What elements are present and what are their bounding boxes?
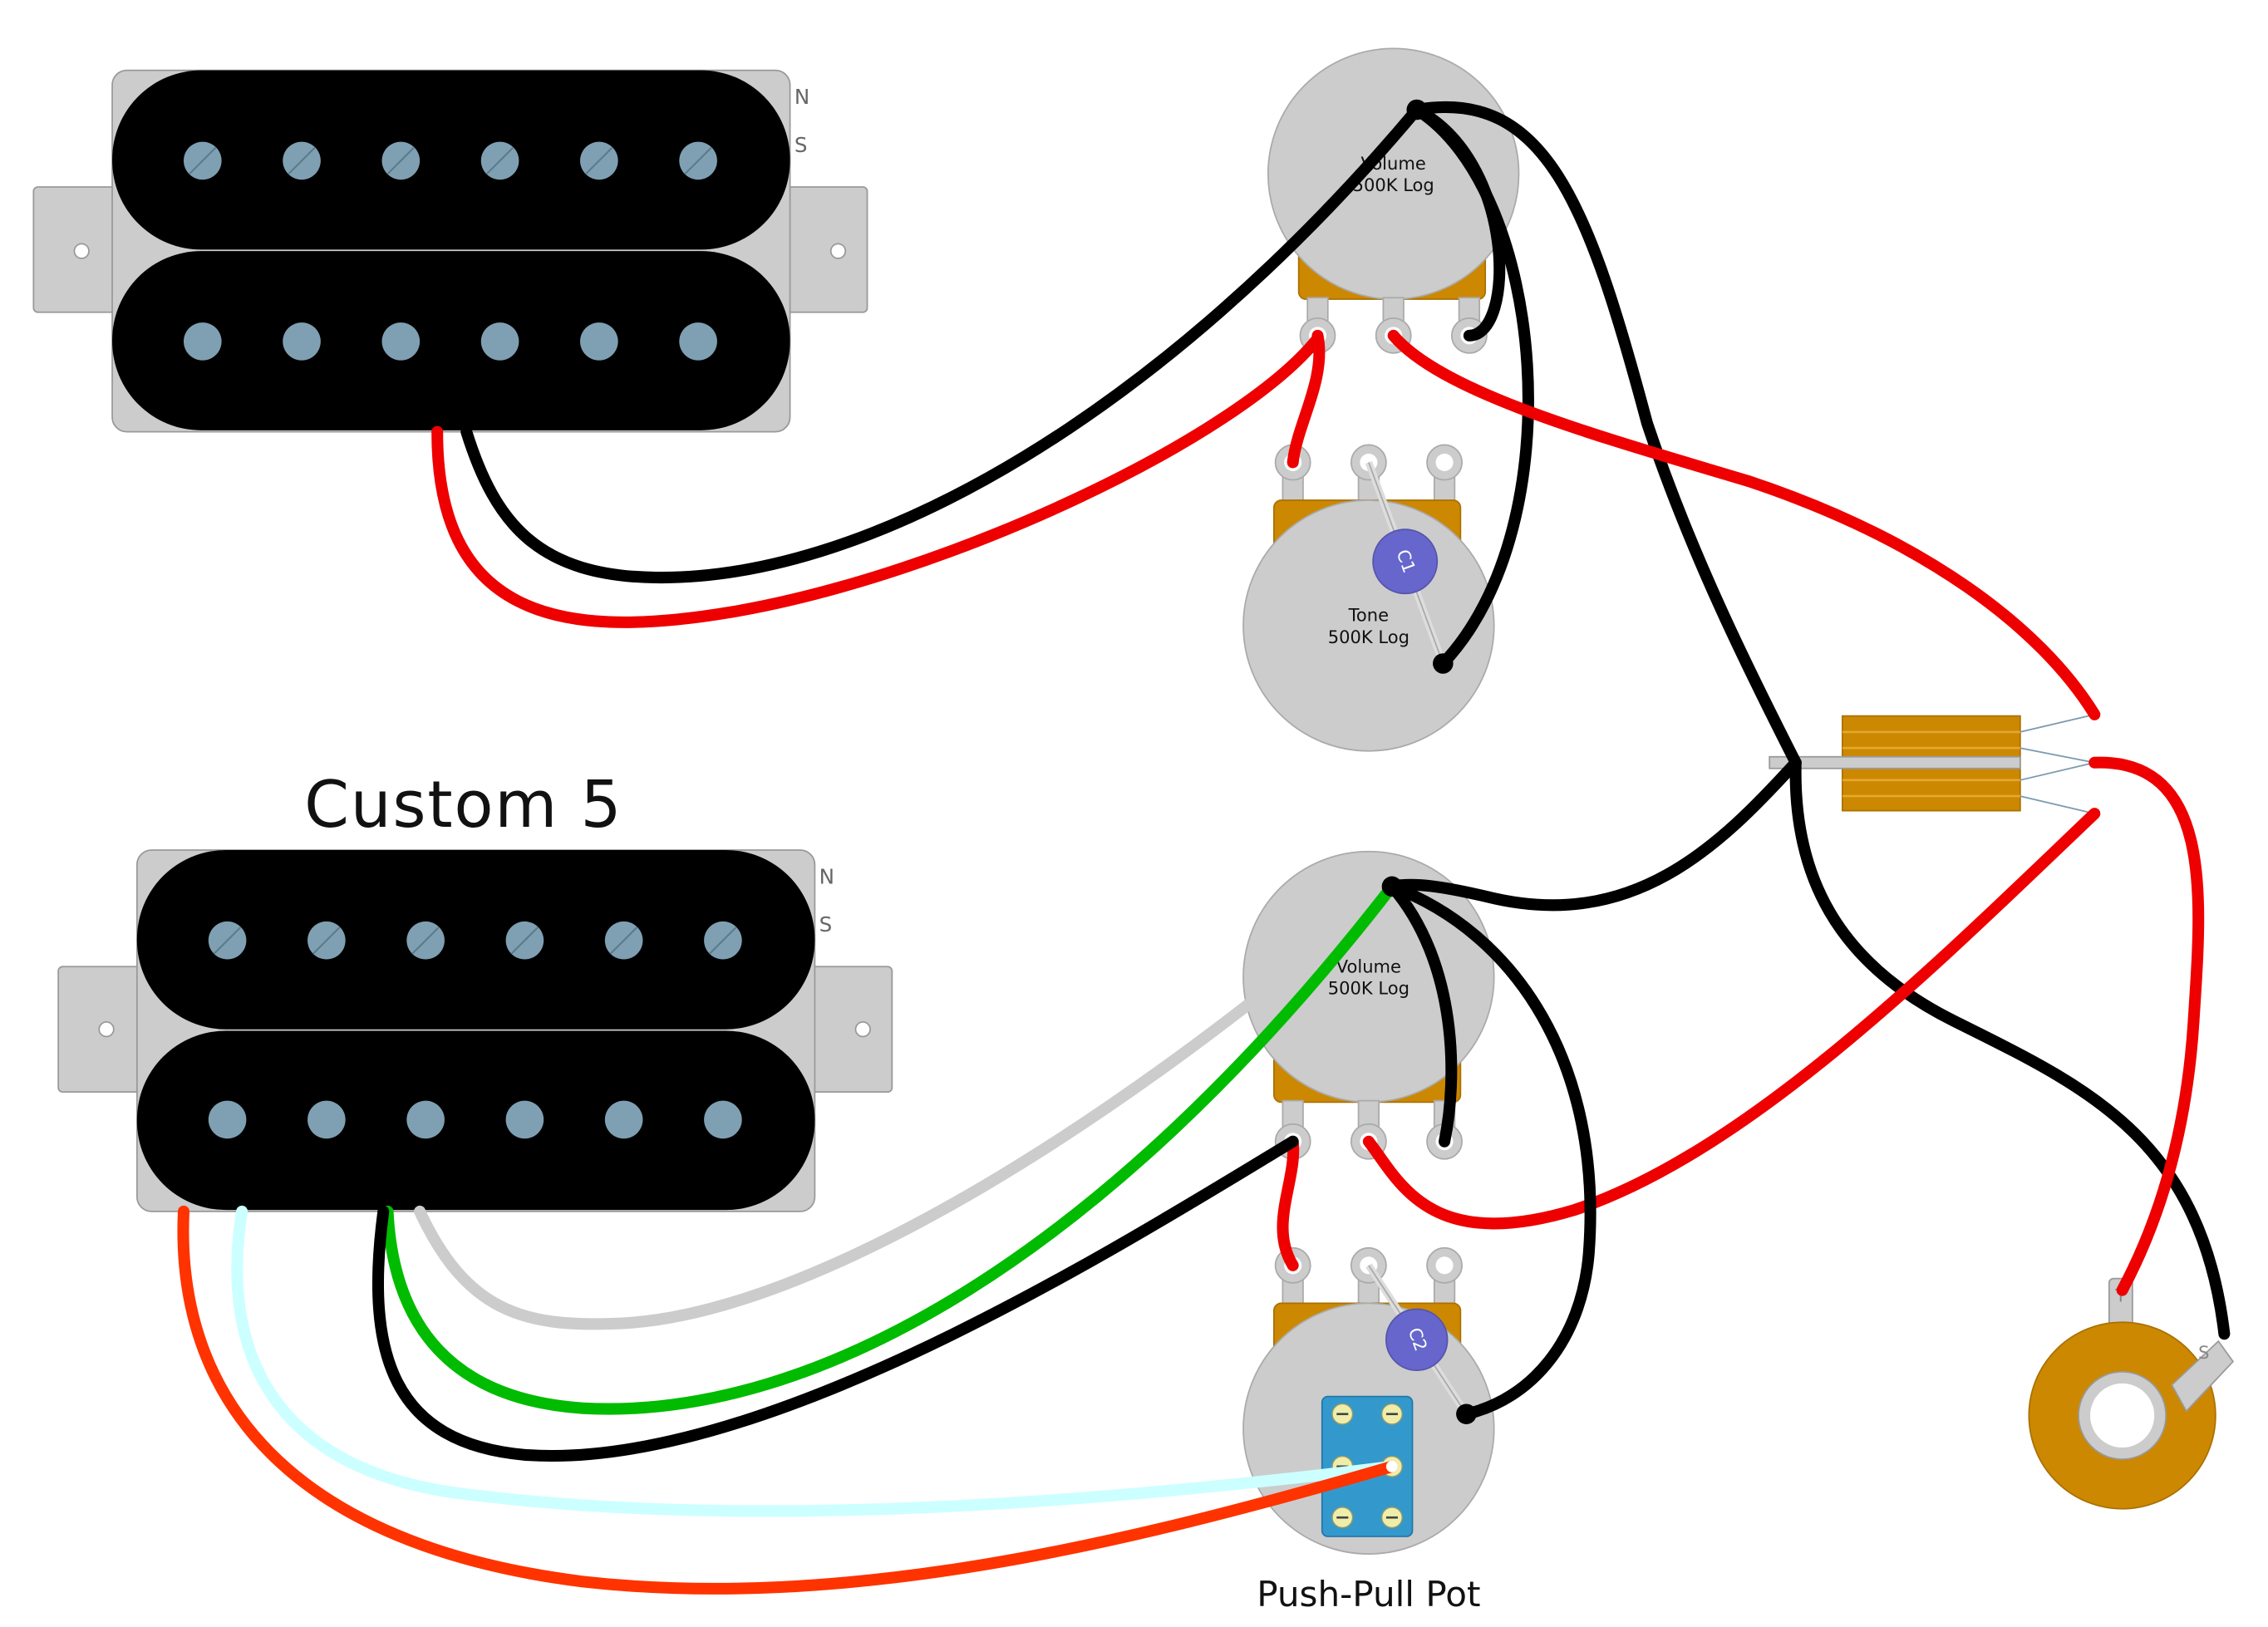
screw-slots (214, 927, 737, 955)
bridge-black-wire (371, 1135, 1299, 1462)
solder-point-icon (1433, 653, 1454, 674)
switch-ridges (1842, 730, 2020, 798)
bridge-south-label: S (819, 912, 833, 936)
neck-tone-ground-wire (1410, 104, 1534, 670)
solder-point-icon (1385, 1460, 1398, 1472)
pole-slug-icon (406, 1100, 445, 1139)
neck-volume-pot: Volume 500K Log (1267, 47, 1520, 354)
push-pull-pot: C2 Push-Pull Pot (1242, 1246, 1495, 1615)
neck-tone-value: 500K Log (1328, 627, 1410, 647)
switch-contact-leads (2020, 714, 2095, 814)
screw-slots (189, 146, 712, 174)
solder-points (1381, 99, 1477, 1472)
jack-tip-wire (2088, 756, 2205, 1296)
bridge-white-wire (414, 880, 1398, 1330)
capacitor-c2-icon (1385, 1308, 1449, 1371)
pole-slug-icon (505, 1100, 544, 1139)
pole-slug-icon (381, 322, 421, 361)
pole-slug-icon (283, 322, 321, 361)
solder-point-icon (1456, 1403, 1477, 1424)
mount-hole-icon (829, 243, 847, 259)
neck-pickup: N S (32, 69, 868, 433)
bridge-cyan-wire (231, 1205, 1398, 1517)
pole-slug-icon (604, 1100, 643, 1139)
neck-output-wire (1387, 329, 2101, 720)
bridge-pickup-title: Custom 5 (304, 768, 622, 843)
wires (177, 101, 2231, 1595)
bridge-pickup: Custom 5 N S (57, 768, 893, 1212)
pole-slug-icon (183, 322, 222, 361)
switch-ground-tab (1769, 755, 2021, 769)
switch-to-bridge-ground-wire (1385, 756, 1802, 912)
bridge-volume-value: 500K Log (1328, 978, 1410, 999)
neck-to-switch-ground-wire (1410, 101, 1802, 769)
mount-hole-icon (854, 1021, 871, 1038)
capacitor-c1-icon (1372, 528, 1439, 595)
jack-sleeve-lug (2171, 1339, 2235, 1413)
neck-north-label: N (795, 85, 809, 109)
bridge-north-label: N (819, 864, 834, 888)
jack-sleeve-label: S (2198, 1342, 2209, 1363)
pole-slug-icon (704, 1100, 742, 1139)
pot-body (1242, 499, 1495, 752)
bridge-output-wire (1362, 808, 2101, 1230)
pole-slug-icon (480, 322, 519, 361)
neck-tone-pot: Tone 500K Log C1 (1242, 444, 1495, 752)
neck-south-label: S (795, 133, 808, 157)
bridge-coil-south (136, 1030, 815, 1211)
bridge-vol-to-tone-wire (1277, 1135, 1300, 1271)
pole-slug-icon (208, 1100, 247, 1139)
mount-hole-icon (73, 243, 90, 259)
bridge-tone-ground-wire (1385, 880, 1596, 1420)
pot-lugs (1299, 297, 1488, 354)
bridge-red-wire (177, 1205, 1398, 1595)
neck-ground-wire (460, 104, 1423, 584)
jack-sleeve-wire (1789, 756, 2231, 1340)
solder-point-icon (1381, 876, 1403, 897)
bridge-volume-pot: Volume 500K Log (1242, 850, 1495, 1160)
neck-volume-value: 500K Log (1353, 174, 1434, 195)
bridge-volume-name: Volume (1336, 956, 1401, 976)
solder-point-icon (1406, 99, 1428, 120)
pole-slug-icon (580, 322, 618, 361)
output-jack: T S (2028, 1277, 2235, 1510)
neck-tone-name: Tone (1348, 605, 1389, 626)
bridge-coil-north (136, 849, 815, 1030)
neck-coil-south (112, 251, 790, 430)
toggle-switch (1769, 714, 2095, 814)
jack-hole (2090, 1383, 2155, 1448)
push-pull-label: Push-Pull Pot (1257, 1574, 1480, 1615)
neck-vol-to-tone-wire (1287, 329, 1326, 469)
neck-hot-wire (431, 332, 1324, 628)
pole-slug-icon (679, 322, 717, 361)
pole-slug-icon (307, 1100, 346, 1139)
bridge-green-wire (381, 880, 1398, 1415)
mount-hole-icon (98, 1021, 115, 1038)
bridge-vol-lug3-ground-wire (1385, 880, 1458, 1148)
neck-coil-north (112, 70, 790, 250)
switch-lugs (1331, 1403, 1403, 1529)
